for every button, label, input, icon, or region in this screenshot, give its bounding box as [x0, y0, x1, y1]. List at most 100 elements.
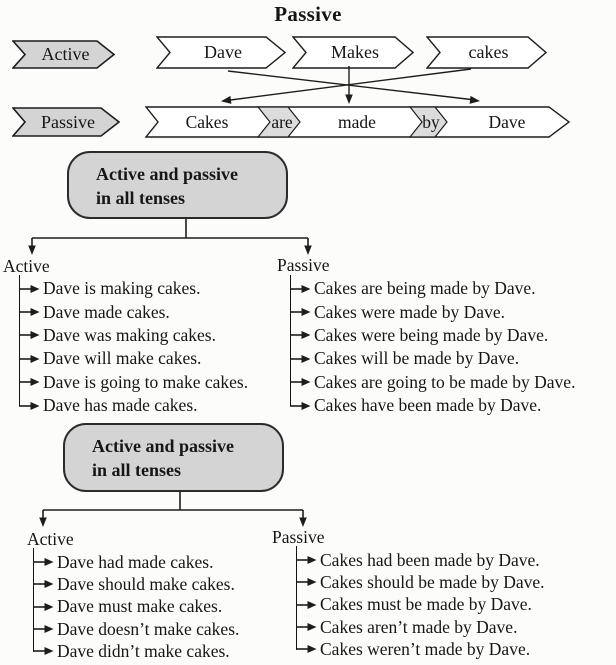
branch-arrow-icon — [290, 284, 311, 293]
passive-banner-label: Passive — [41, 111, 95, 132]
list-item: Cakes are being made by Dave. — [290, 277, 575, 300]
active-banner: Active — [12, 40, 115, 69]
active-word-dave: Dave — [156, 36, 286, 69]
sentence: Cakes should be made by Dave. — [320, 571, 545, 592]
sentence: Dave had made cakes. — [57, 551, 214, 572]
sentence: Cakes weren’t made by Dave. — [320, 638, 531, 659]
tenses-tree-2-connector — [39, 492, 307, 527]
branch-arrow-icon — [290, 378, 311, 387]
active-word-makes: Makes — [292, 36, 414, 69]
passive-word-cakes: Cakes — [186, 112, 229, 132]
list-item: Dave is making cakes. — [19, 277, 248, 300]
sentence: Cakes had been made by Dave. — [320, 549, 540, 570]
branch-arrow-icon — [19, 378, 40, 387]
list-spine — [296, 546, 297, 650]
sentence: Dave is going to make cakes. — [43, 371, 249, 392]
branch-arrow-icon — [19, 331, 40, 340]
branch-arrow-icon — [296, 645, 317, 654]
sentence: Cakes will be made by Dave. — [314, 348, 520, 369]
list-item: Dave must make cakes. — [33, 596, 239, 618]
list-item: Dave is going to make cakes. — [19, 371, 248, 394]
tenses-box-2-line2: in all tenses — [92, 460, 182, 480]
list-item: Cakes were made by Dave. — [290, 300, 575, 323]
tenses-box-1-line2: in all tenses — [96, 188, 186, 208]
branch-arrow-icon — [290, 308, 311, 317]
sentence: Cakes were made by Dave. — [314, 301, 505, 322]
tenses-box-2: Active and passive in all tenses — [63, 423, 284, 492]
tenses-box-2-line1: Active and passive — [92, 436, 235, 456]
modals-passive-heading: Passive — [272, 527, 325, 547]
active-word-label: Dave — [204, 42, 242, 62]
list-spine — [33, 548, 34, 652]
sentence: Dave was making cakes. — [43, 324, 216, 345]
passive-word-are: are — [271, 112, 293, 132]
sentence: Cakes have been made by Dave. — [314, 395, 542, 416]
active-word-label: cakes — [468, 42, 509, 62]
sentence: Dave should make cakes. — [57, 573, 235, 594]
sentence: Dave will make cakes. — [43, 348, 202, 369]
branch-arrow-icon — [290, 354, 311, 363]
passive-banner-arrow-shape — [12, 107, 120, 137]
tenses-box-1-line1: Active and passive — [96, 164, 239, 184]
branch-arrow-icon — [19, 284, 40, 293]
list-item: Dave made cakes. — [19, 300, 248, 323]
branch-arrow-icon — [296, 600, 317, 609]
passive-banner: Passive — [12, 107, 120, 137]
sentence: Dave doesn’t make cakes. — [57, 618, 240, 639]
passive-word-made: made — [338, 112, 376, 132]
list-item: Cakes must be made by Dave. — [296, 594, 545, 616]
sentence: Dave must make cakes. — [57, 596, 223, 617]
word-arrow-shape — [292, 36, 414, 69]
modals-active-list: Dave had made cakes. Dave should make ca… — [33, 548, 240, 662]
branch-arrow-icon — [296, 556, 317, 565]
list-item: Cakes were being made by Dave. — [290, 324, 575, 347]
tenses-active-list: Dave is making cakes. Dave made cakes. D… — [19, 275, 248, 417]
tenses-active-heading: Active — [3, 256, 50, 276]
tenses-passive-heading: Passive — [277, 255, 330, 275]
sentence: Cakes are going to be made by Dave. — [314, 371, 576, 392]
list-item: Cakes will be made by Dave. — [290, 347, 575, 370]
active-word-label: Makes — [331, 42, 379, 62]
list-item: Dave has made cakes. — [19, 394, 248, 417]
branch-arrow-icon — [33, 602, 54, 611]
list-spine — [19, 275, 20, 406]
sentence: Cakes are being made by Dave. — [314, 278, 536, 299]
tenses-tree-1-connector — [28, 219, 312, 255]
list-item: Dave was making cakes. — [19, 324, 248, 347]
branch-arrow-icon — [33, 625, 54, 634]
list-item: Cakes had been made by Dave. — [296, 549, 545, 571]
active-word-cakes: cakes — [426, 36, 547, 69]
sentence: Dave made cakes. — [43, 301, 170, 322]
tenses-passive-list: Cakes are being made by Dave. Cakes were… — [290, 275, 575, 417]
branch-arrow-icon — [296, 578, 317, 587]
by-segment — [408, 106, 448, 138]
modals-passive-list: Cakes had been made by Dave. Cakes shoul… — [296, 546, 545, 660]
passive-sentence-strip: Cakes are made by Dave — [145, 106, 570, 138]
branch-arrow-icon — [33, 558, 54, 567]
sentence: Cakes aren’t made by Dave. — [320, 616, 518, 637]
branch-arrow-icon — [290, 331, 311, 340]
word-arrow-shape — [426, 36, 547, 69]
branch-arrow-icon — [33, 647, 54, 656]
active-banner-arrow-shape — [12, 40, 115, 69]
list-item: Cakes are going to be made by Dave. — [290, 371, 575, 394]
branch-arrow-icon — [33, 580, 54, 589]
list-item: Dave had made cakes. — [33, 551, 239, 573]
list-item: Dave didn’t make cakes. — [33, 640, 239, 662]
sentence: Dave has made cakes. — [43, 395, 198, 416]
list-item: Cakes should be made by Dave. — [296, 571, 545, 593]
list-spine — [290, 275, 291, 406]
list-item: Dave should make cakes. — [33, 573, 239, 595]
tenses-box-1: Active and passive in all tenses — [67, 151, 288, 219]
sentence: Dave is making cakes. — [43, 278, 201, 299]
sentence: Cakes were being made by Dave. — [314, 324, 549, 345]
sentence: Cakes must be made by Dave. — [320, 594, 532, 615]
passive-word-dave: Dave — [489, 112, 526, 132]
sentence: Dave didn’t make cakes. — [57, 640, 230, 661]
branch-arrow-icon — [19, 401, 40, 410]
modals-active-heading: Active — [27, 529, 74, 549]
list-item: Dave will make cakes. — [19, 347, 248, 370]
branch-arrow-icon — [290, 401, 311, 410]
active-banner-label: Active — [41, 44, 90, 64]
